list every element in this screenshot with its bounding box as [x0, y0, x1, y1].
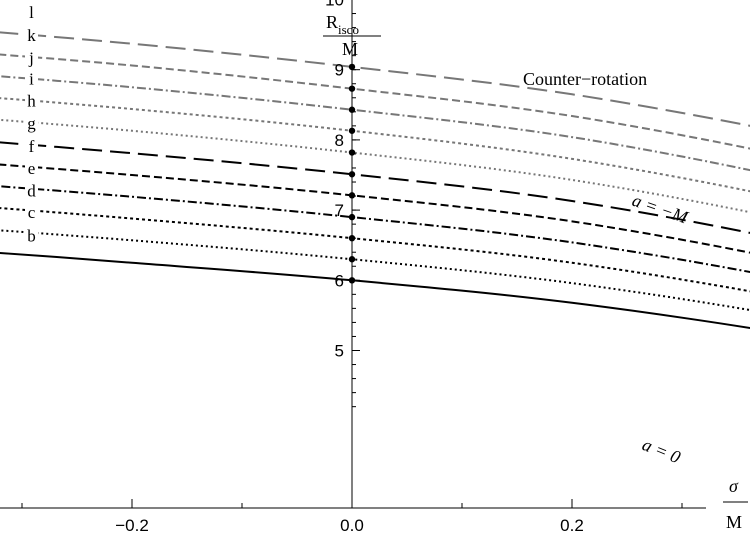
x-tick-label: 0.0: [340, 516, 364, 535]
x-tick-label: 0.2: [560, 516, 584, 535]
counter-rotation-label: Counter−rotation: [523, 69, 647, 89]
curves-layer: [0, 31, 750, 330]
curve-letter-h: h: [27, 91, 36, 110]
y-axis-title-denominator: M: [342, 39, 358, 59]
curve-letter-l: l: [29, 3, 34, 22]
series-line-i: [0, 97, 750, 193]
curve-letter-i: i: [29, 70, 34, 89]
x-tick-label: −0.2: [115, 516, 149, 535]
curve-letter-bg: [25, 92, 38, 110]
y-tick-label: 5: [335, 342, 344, 361]
y-axis-title: Risco M: [323, 12, 381, 59]
point-e-at-zero: [348, 213, 356, 221]
curve-letter-bg: [25, 27, 38, 45]
point-f-at-zero: [348, 192, 356, 199]
curve-letter-bg: [25, 204, 38, 222]
curve-letter-bg: [25, 70, 38, 88]
y-tick-label: 10: [325, 0, 344, 10]
point-b-at-zero: [348, 277, 356, 284]
y-tick-label: 7: [335, 201, 344, 220]
point-c-at-zero: [348, 256, 356, 263]
y-tick-label: 9: [335, 61, 344, 80]
curve-label-a-minus-m: a = −M: [630, 190, 692, 228]
y-tick-label: 6: [335, 271, 344, 290]
series-line-j: [0, 75, 750, 172]
x-axis-title-numerator: σ: [729, 476, 739, 496]
series-line-f: [0, 163, 750, 254]
curve-letter-j: j: [28, 49, 34, 68]
dots-layer: [348, 63, 356, 284]
curve-letter-k: k: [27, 26, 36, 45]
point-l-at-zero: [348, 63, 356, 71]
curve-letter-c: c: [28, 203, 36, 222]
point-k-at-zero: [348, 85, 356, 92]
curve-letter-bg: [25, 159, 38, 177]
curve-letter-bg: [25, 227, 38, 245]
curve-letter-bg: [25, 49, 38, 67]
series-line-b: [0, 251, 750, 330]
series-line-g: [0, 141, 750, 234]
y-axis-title-numerator: Risco: [326, 12, 359, 37]
curve-letter-bg: [25, 4, 38, 22]
curve-letter-bg: [25, 114, 38, 132]
curve-letter-bg: [25, 182, 38, 200]
y-tick-label: 8: [335, 131, 344, 150]
point-g-at-zero: [348, 171, 356, 178]
series-line-e: [0, 185, 750, 274]
curve-letter-bg: [25, 138, 38, 156]
point-i-at-zero: [348, 127, 356, 134]
curve-letter-b: b: [27, 226, 36, 245]
x-axis-title: σ M: [723, 476, 748, 532]
curve-letter-e: e: [28, 159, 36, 178]
curve-letter-g: g: [27, 114, 36, 133]
curve-letter-f: f: [29, 137, 35, 156]
point-d-at-zero: [348, 234, 356, 242]
x-axis-title-denominator: M: [726, 512, 742, 532]
series-line-k: [0, 53, 750, 150]
series-line-d: [0, 207, 750, 293]
point-h-at-zero: [348, 149, 356, 156]
point-j-at-zero: [348, 106, 356, 113]
series-line-c: [0, 229, 750, 312]
curve-label-a-zero: a = 0: [640, 434, 684, 467]
curve-letter-d: d: [27, 181, 36, 200]
series-line-l: [0, 31, 750, 127]
series-line-h: [0, 118, 750, 214]
